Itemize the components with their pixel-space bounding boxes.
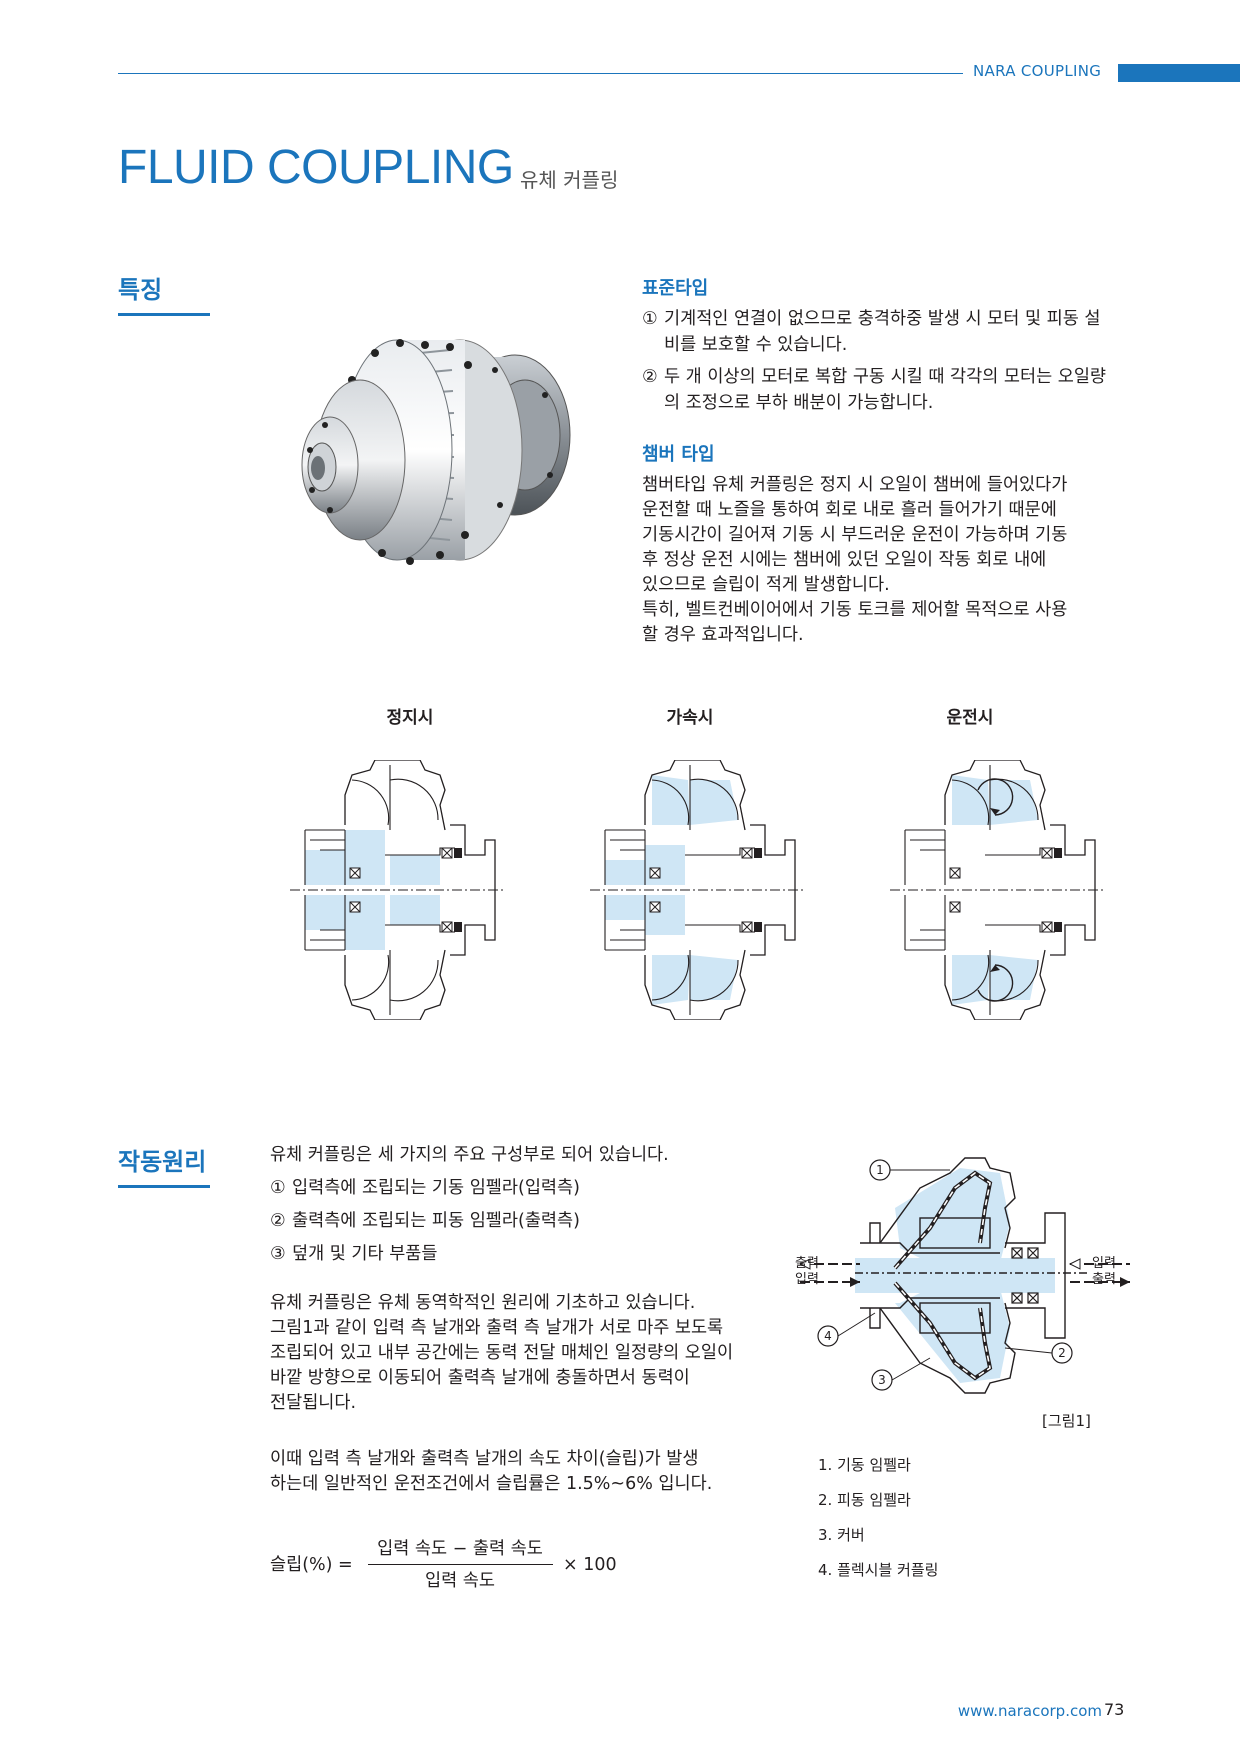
- header-rule: [118, 73, 963, 74]
- principle-paragraph-1: 유체 커플링은 유체 동역학적인 원리에 기초하고 있습니다. 그림1과 같이 …: [270, 1293, 734, 1413]
- principle-paragraph-2: 이때 입력 측 날개와 출력측 날개의 속도 차이(슬립)가 발생 하는데 일반…: [270, 1449, 713, 1494]
- part-item-1: ① 입력측에 조립되는 기동 임펠라(입력측): [270, 1178, 580, 1198]
- page-subtitle: 유체 커플링: [520, 168, 619, 192]
- formula-rhs: × 100: [563, 1555, 617, 1575]
- standard-item-1: ① 기계적인 연결이 없으므로 충격하중 발생 시 모터 및 피동 설비를 보호…: [642, 309, 1101, 355]
- figure1-caption: [그림1]: [1042, 1412, 1091, 1430]
- header-accent-bar: [1118, 64, 1240, 82]
- stage-label-stop: 정지시: [386, 708, 434, 728]
- page-number: 73: [1104, 1700, 1125, 1719]
- lower-half: [304, 890, 496, 1020]
- callout-4: 4: [824, 1329, 832, 1343]
- fluid-coupling-product-image: [301, 339, 571, 565]
- principle-heading: 작동원리: [118, 1148, 207, 1176]
- figure1-left-labels: 출력 입력: [795, 1256, 819, 1287]
- stage-diagram-accel: [590, 760, 805, 1020]
- formula-lhs: 슬립(%) =: [270, 1555, 353, 1575]
- part-item-3: ③ 덮개 및 기타 부품들: [270, 1244, 438, 1264]
- principle-heading-rule: [118, 1185, 210, 1188]
- figure1-legend-4: 4. 플렉시블 커플링: [818, 1561, 939, 1579]
- standard-item-2: ② 두 개 이상의 모터로 복합 구동 시킬 때 각각의 모터는 오일량의 조정…: [642, 367, 1107, 413]
- figure1-legend-2: 2. 피동 임펠라: [818, 1491, 911, 1509]
- formula-numerator: 입력 속도 − 출력 속도: [377, 1539, 543, 1559]
- lower-half: [904, 890, 1096, 1020]
- stage-diagram-run: [890, 760, 1105, 1020]
- upper-half: [604, 760, 796, 890]
- callout-1: 1: [876, 1163, 884, 1177]
- footer-url[interactable]: www.naracorp.com: [957, 1702, 1102, 1720]
- part-item-2: ② 출력측에 조립되는 피동 임펠라(출력측): [270, 1211, 580, 1231]
- figure1-legend-3: 3. 커버: [818, 1526, 865, 1544]
- formula-fraction-bar: [368, 1564, 553, 1565]
- stage-label-accel: 가속시: [666, 708, 714, 728]
- formula-denominator: 입력 속도: [425, 1571, 495, 1591]
- stage-diagram-stop: [290, 760, 505, 1020]
- features-heading-rule: [118, 313, 210, 316]
- lower-half: [604, 890, 796, 1020]
- upper-half: [304, 760, 496, 890]
- callout-2: 2: [1058, 1346, 1066, 1360]
- chamber-type-description: 챔버타입 유체 커플링은 정지 시 오일이 챔버에 들어있다가 운전할 때 노즐…: [642, 475, 1068, 645]
- figure1-legend-1: 1. 기동 임펠라: [818, 1456, 911, 1474]
- stage-label-run: 운전시: [946, 708, 994, 728]
- header-brand: NARA COUPLING: [973, 62, 1102, 80]
- page-title: FLUID COUPLING: [118, 141, 514, 194]
- principle-intro: 유체 커플링은 세 가지의 주요 구성부로 되어 있습니다.: [270, 1145, 669, 1165]
- upper-half: [904, 760, 1096, 890]
- figure1-right-labels: 입력 출력: [1092, 1256, 1116, 1287]
- standard-type-title: 표준타입: [642, 278, 709, 299]
- chamber-type-title: 챔버 타입: [642, 444, 715, 465]
- callout-3: 3: [878, 1373, 886, 1387]
- features-heading: 특징: [118, 276, 163, 304]
- figure1-diagram: 1 2 3 4: [800, 1157, 1130, 1394]
